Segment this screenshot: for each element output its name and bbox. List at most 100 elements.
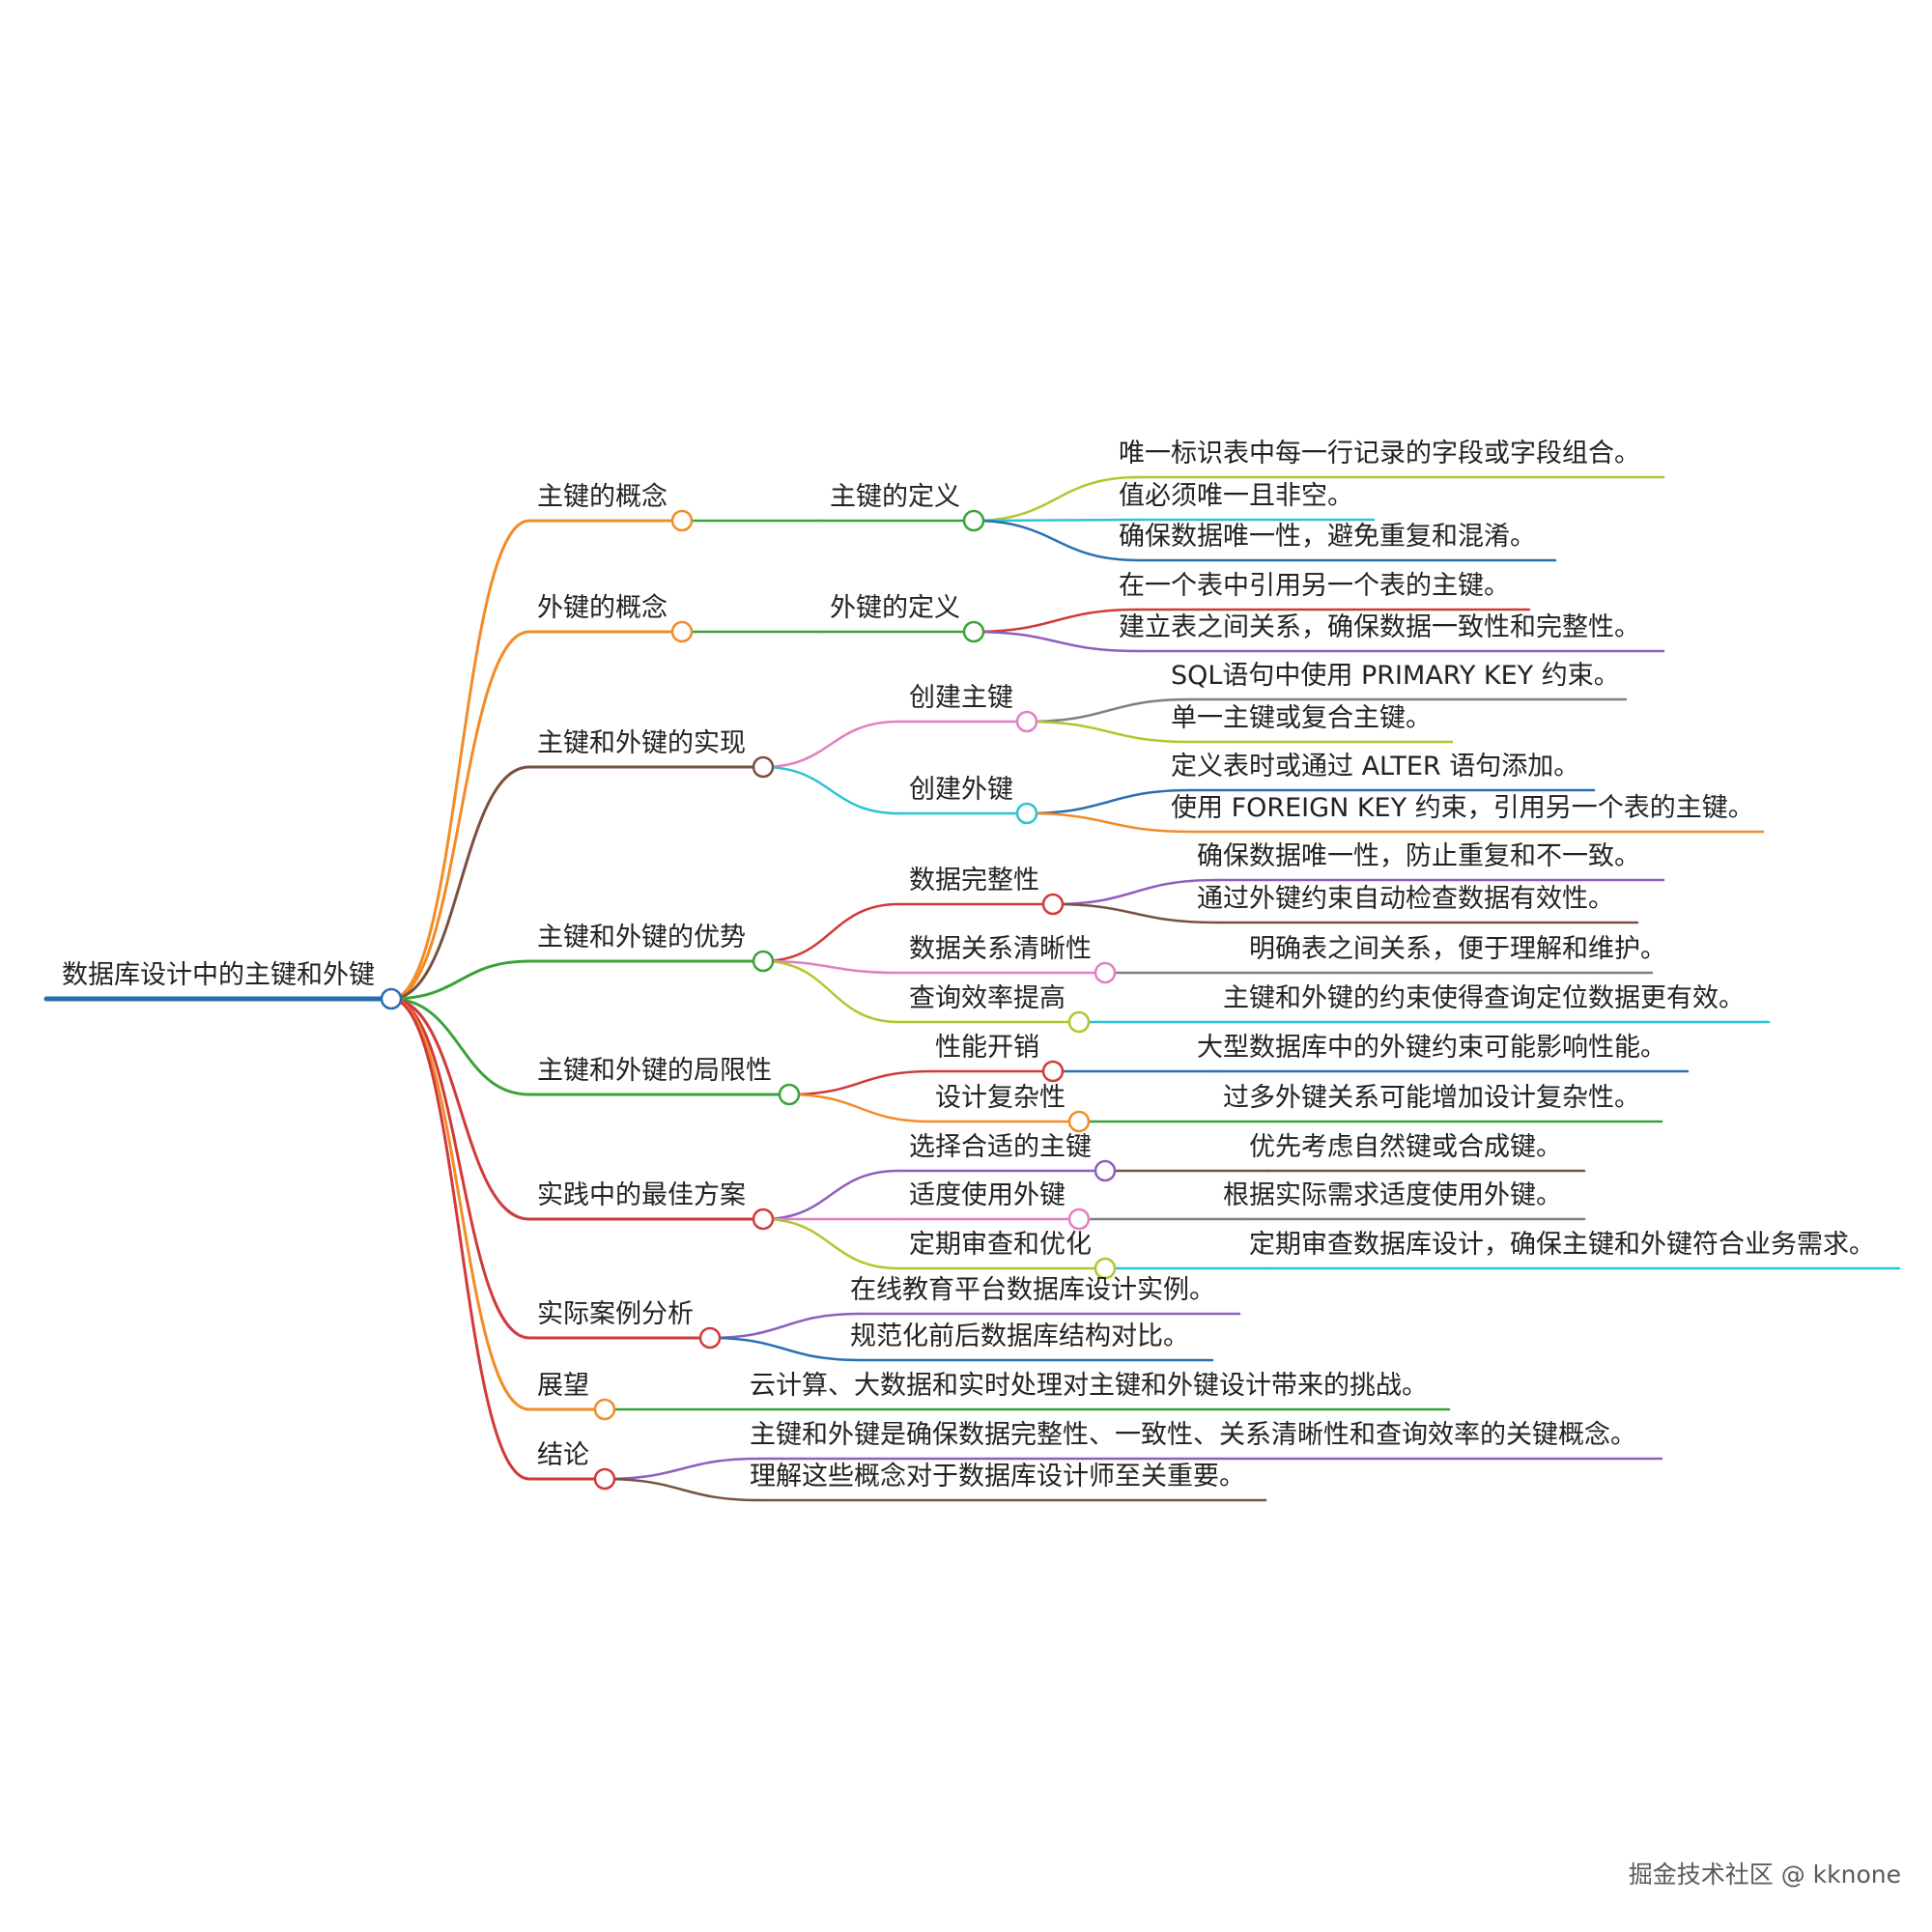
subbranch-topic: 主键的定义 <box>830 482 960 512</box>
subbranch-link <box>787 1069 932 1096</box>
subbranch-toggle[interactable] <box>1041 893 1065 916</box>
branch-topic: 展望 <box>537 1371 589 1401</box>
branch-link <box>389 997 531 1411</box>
subbranch-toggle[interactable] <box>962 620 985 643</box>
subbranch-topic: 适度使用外键 <box>909 1180 1065 1210</box>
leaf-topic: 过多外键关系可能增加设计复杂性。 <box>1223 1083 1640 1113</box>
leaf-topic: 确保数据唯一性，防止重复和不一致。 <box>1197 841 1640 871</box>
subbranch-link <box>761 765 900 815</box>
branch-topic: 主键和外键的实现 <box>537 728 746 758</box>
subbranch-link <box>761 720 900 769</box>
leaf-link <box>972 475 1140 523</box>
subbranch-link <box>761 1169 900 1221</box>
subbranch-toggle[interactable] <box>1094 1159 1117 1182</box>
branch-topic: 主键和外键的优势 <box>537 923 746 952</box>
leaf-link <box>1025 811 1192 834</box>
leaf-topic: 定义表时或通过 ALTER 语句添加。 <box>1171 752 1580 781</box>
branch-link <box>389 519 531 1001</box>
branch-topic: 主键的概念 <box>537 482 668 512</box>
leaf-topic: 在一个表中引用另一个表的主键。 <box>1119 571 1510 601</box>
branch-topic: 实际案例分析 <box>537 1299 694 1329</box>
branch-toggle[interactable] <box>593 1467 616 1491</box>
leaf-topic: 规范化前后数据库结构对比。 <box>850 1321 1189 1351</box>
root-topic: 数据库设计中的主键和外键 <box>62 960 375 990</box>
leaf-topic: 大型数据库中的外键约束可能影响性能。 <box>1197 1033 1666 1063</box>
branch-link <box>389 997 531 1221</box>
branch-toggle[interactable] <box>670 509 694 532</box>
subbranch-toggle[interactable] <box>1041 1060 1065 1083</box>
subbranch-toggle[interactable] <box>962 509 985 532</box>
subbranch-topic: 数据关系清晰性 <box>909 934 1092 964</box>
leaf-topic: 主键和外键的约束使得查询定位数据更有效。 <box>1223 983 1745 1013</box>
subbranch-toggle[interactable] <box>1094 1257 1117 1280</box>
leaf-link <box>1025 697 1192 724</box>
subbranch-link <box>761 902 900 963</box>
subbranch-topic: 定期审查和优化 <box>909 1230 1092 1260</box>
root-toggle[interactable] <box>380 987 403 1010</box>
leaf-link <box>603 1477 761 1502</box>
branch-toggle[interactable] <box>752 1208 775 1231</box>
leaf-topic: 主键和外键是确保数据完整性、一致性、关系清晰性和查询效率的关键概念。 <box>750 1420 1636 1450</box>
leaf-link <box>1025 788 1192 815</box>
branch-toggle[interactable] <box>593 1398 616 1421</box>
subbranch-link <box>761 959 900 1024</box>
subbranch-link <box>787 1093 932 1123</box>
subbranch-toggle[interactable] <box>1067 1110 1091 1133</box>
subbranch-link <box>761 959 900 975</box>
leaf-topic: 使用 FOREIGN KEY 约束，引用另一个表的主键。 <box>1171 793 1754 823</box>
subbranch-toggle[interactable] <box>1015 710 1038 733</box>
leaf-topic: 建立表之间关系，确保数据一致性和完整性。 <box>1119 612 1640 642</box>
subbranch-topic: 创建外键 <box>909 775 1013 805</box>
leaf-link <box>972 518 1140 523</box>
subbranch-toggle[interactable] <box>1067 1010 1091 1034</box>
subbranch-topic: 选择合适的主键 <box>909 1132 1092 1162</box>
leaf-topic: 确保数据唯一性，避免重复和混淆。 <box>1119 522 1536 552</box>
subbranch-toggle[interactable] <box>1067 1208 1091 1231</box>
leaf-link <box>1051 902 1218 924</box>
leaf-link <box>708 1312 862 1340</box>
leaf-link <box>972 519 1140 562</box>
leaf-topic: 根据实际需求适度使用外键。 <box>1223 1180 1562 1210</box>
branch-toggle[interactable] <box>670 620 694 643</box>
subbranch-topic: 数据完整性 <box>909 866 1039 895</box>
subbranch-topic: 性能开销 <box>935 1033 1039 1063</box>
watermark: 掘金技术社区 @ kknone <box>1628 1861 1901 1889</box>
leaf-topic: 值必须唯一且非空。 <box>1119 481 1353 511</box>
branch-link <box>389 997 531 1340</box>
leaf-topic: 在线教育平台数据库设计实例。 <box>850 1275 1215 1305</box>
branch-toggle[interactable] <box>778 1083 801 1106</box>
subbranch-link <box>761 1217 900 1270</box>
subbranch-topic: 设计复杂性 <box>935 1083 1065 1113</box>
leaf-topic: 理解这些概念对于数据库设计师至关重要。 <box>750 1462 1245 1492</box>
leaf-link <box>603 1457 761 1481</box>
branch-toggle[interactable] <box>752 755 775 779</box>
leaf-topic: 云计算、大数据和实时处理对主键和外键设计带来的挑战。 <box>750 1371 1428 1401</box>
branch-link <box>389 997 531 1096</box>
branch-topic: 主键和外键的局限性 <box>537 1056 772 1086</box>
branch-toggle[interactable] <box>752 950 775 973</box>
branch-link <box>389 959 531 1001</box>
leaf-topic: 明确表之间关系，便于理解和维护。 <box>1249 934 1666 964</box>
branch-link <box>389 765 531 1001</box>
leaf-topic: 单一主键或复合主键。 <box>1171 703 1432 733</box>
leaf-topic: 唯一标识表中每一行记录的字段或字段组合。 <box>1119 439 1640 469</box>
leaf-topic: 通过外键约束自动检查数据有效性。 <box>1197 884 1614 914</box>
branch-link <box>389 997 531 1481</box>
subbranch-topic: 查询效率提高 <box>909 983 1065 1013</box>
subbranch-toggle[interactable] <box>1094 961 1117 984</box>
branch-link <box>389 630 531 1001</box>
branch-topic: 外键的概念 <box>537 593 668 623</box>
leaf-topic: SQL语句中使用 PRIMARY KEY 约束。 <box>1171 661 1620 691</box>
subbranch-topic: 外键的定义 <box>830 593 960 623</box>
branch-topic: 实践中的最佳方案 <box>537 1180 746 1210</box>
leaf-link <box>1025 720 1192 744</box>
subbranch-toggle[interactable] <box>1015 802 1038 825</box>
leaf-link <box>972 608 1140 634</box>
leaf-topic: 定期审查数据库设计，确保主键和外键符合业务需求。 <box>1249 1230 1875 1260</box>
leaf-link <box>708 1336 862 1362</box>
leaf-link <box>1051 878 1218 906</box>
branch-topic: 结论 <box>537 1440 589 1470</box>
leaf-link <box>972 630 1140 653</box>
branch-toggle[interactable] <box>698 1326 722 1350</box>
